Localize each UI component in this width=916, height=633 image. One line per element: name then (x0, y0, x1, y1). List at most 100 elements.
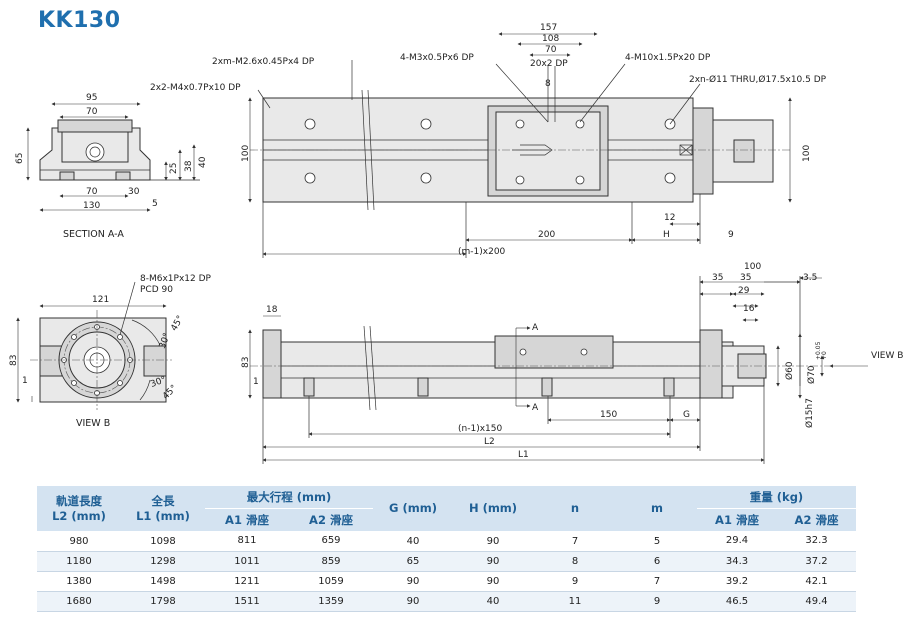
dim-m-1-x200: (m-1)x200 (458, 247, 506, 257)
side-view (248, 276, 868, 464)
table-cell: 40 (453, 591, 533, 612)
dim-121: 121 (92, 295, 109, 305)
dim-95: 95 (86, 93, 97, 103)
table-cell: 659 (289, 531, 373, 552)
table-cell: 9 (533, 571, 617, 592)
dim-83-side: 83 (241, 357, 251, 368)
table-cell: 980 (37, 531, 121, 552)
table-cell: 5 (617, 531, 697, 552)
col-weight-a1: A1 滑座 (697, 508, 777, 531)
table-cell: 1011 (205, 551, 289, 572)
table-cell: 11 (533, 591, 617, 612)
dim-38: 38 (184, 160, 194, 172)
section-a-a-title: SECTION A-A (63, 229, 124, 240)
table-cell: 6 (617, 551, 697, 572)
table-cell: 32.3 (777, 531, 856, 552)
dim-200: 200 (538, 230, 555, 240)
view-b (16, 281, 172, 410)
table-subheader-row: A1 滑座 A2 滑座 A1 滑座 A2 滑座 (37, 508, 856, 531)
table-cell: 9 (617, 591, 697, 612)
table-cell: 90 (453, 571, 533, 592)
dim-100-left: 100 (241, 145, 251, 162)
dim-dia-70-tol-up: +0.05 (815, 341, 822, 360)
view-b-title: VIEW B (76, 418, 110, 429)
note-m4: 2x2-M4x0.7Px10 DP (150, 83, 241, 93)
dim-70-bottom: 70 (86, 187, 98, 197)
section-a-a-view (26, 102, 200, 212)
dim-dia-15h7: Ø15h7 (804, 398, 815, 428)
dim-83-view-b: 83 (9, 355, 19, 366)
table-cell: 46.5 (697, 591, 777, 612)
dim-l1: L1 (518, 450, 529, 460)
dim-70-top: 70 (86, 107, 98, 117)
dim-n-1-x150: (n-1)x150 (458, 424, 502, 434)
col-m: m (617, 486, 697, 532)
col-stroke-a1: A1 滑座 (205, 508, 289, 531)
table-cell: 90 (453, 531, 533, 552)
dim-dia-70: Ø70 (806, 365, 817, 384)
col-g: G (mm) (373, 486, 453, 532)
dim-29: 29 (738, 286, 750, 296)
table-cell: 1098 (121, 531, 205, 552)
table-cell: 7 (533, 531, 617, 552)
dim-70-top-view: 70 (545, 45, 557, 55)
dim-100-right: 100 (802, 145, 812, 162)
table-cell: 39.2 (697, 571, 777, 592)
page-title: KK130 (38, 8, 121, 33)
rail-length-label: 軌道長度 (56, 494, 102, 509)
view-b-arrow-label: VIEW B (871, 351, 903, 361)
col-h: H (mm) (453, 486, 533, 532)
spec-table: 軌道長度 L2 (mm) 全長 L1 (mm) 最大行程 (mm) G (mm)… (37, 486, 856, 612)
table-cell: 90 (373, 571, 453, 592)
note-pcd: PCD 90 (140, 285, 173, 295)
table-cell: 1680 (37, 591, 121, 612)
dim-30: 30 (128, 187, 140, 197)
col-max-stroke: 最大行程 (mm) (205, 486, 373, 509)
dim-g: G (683, 410, 690, 420)
note-m26: 2xm-M2.6x0.45Px4 DP (212, 57, 315, 67)
dim-8: 8 (545, 79, 551, 89)
note-m3: 4-M3x0.5Px6 DP (400, 53, 474, 63)
table-cell: 811 (205, 531, 289, 552)
table-cell: 8 (533, 551, 617, 572)
table-cell: 90 (373, 591, 453, 612)
top-view (248, 32, 792, 258)
col-n: n (533, 486, 617, 532)
table-cell: 1059 (289, 571, 373, 592)
table-cell: 40 (373, 531, 453, 552)
table-cell: 859 (289, 551, 373, 572)
full-length-label: 全長 (151, 494, 175, 509)
col-weight: 重量 (kg) (697, 486, 856, 509)
table-cell: 1298 (121, 551, 205, 572)
table-header-row: 軌道長度 L2 (mm) 全長 L1 (mm) 最大行程 (mm) G (mm)… (37, 486, 856, 532)
full-length-unit: L1 (mm) (136, 509, 190, 524)
dim-157: 157 (540, 23, 557, 33)
table-cell: 1180 (37, 551, 121, 572)
rail-length-unit: L2 (mm) (52, 509, 106, 524)
dim-108: 108 (542, 34, 559, 44)
section-marker-a-top: A (532, 323, 539, 333)
dim-9: 9 (728, 230, 734, 240)
col-weight-a2: A2 滑座 (777, 508, 856, 531)
col-rail-length: 軌道長度 L2 (mm) (37, 486, 121, 532)
dim-40: 40 (198, 156, 208, 168)
table-cell: 29.4 (697, 531, 777, 552)
dim-1-view-b: 1 (22, 376, 28, 386)
dim-dia-70-tol-down: +0 (821, 351, 828, 360)
dim-16: 16 (743, 304, 755, 314)
dim-35-a: 35 (712, 273, 723, 283)
dim-1-side: 1 (253, 377, 259, 387)
table-cell: 49.4 (777, 591, 856, 612)
angle-45-top: 45° (169, 314, 186, 333)
note-m6: 8-M6x1Px12 DP (140, 274, 212, 284)
dim-35-b: 35 (740, 273, 751, 283)
table-cell: 1211 (205, 571, 289, 592)
dim-150: 150 (600, 410, 617, 420)
col-stroke-a2: A2 滑座 (289, 508, 373, 531)
table-cell: 90 (453, 551, 533, 572)
note-thru: 2xn-Ø11 THRU,Ø17.5x10.5 DP (689, 74, 827, 85)
dim-65: 65 (15, 153, 25, 164)
